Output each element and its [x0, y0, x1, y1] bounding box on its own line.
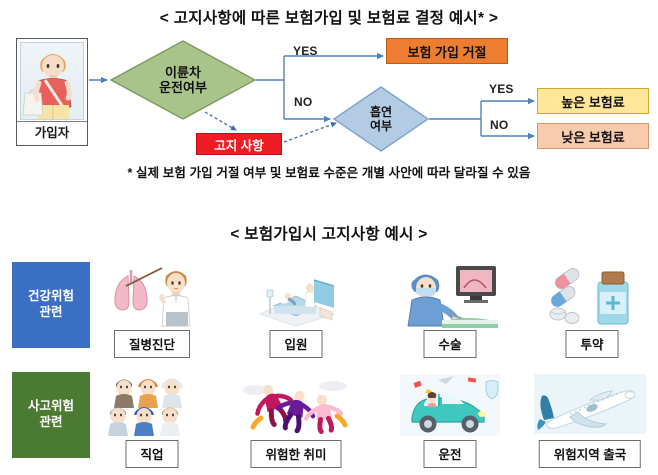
- grid-item-driving: 운전: [398, 372, 502, 468]
- result-insurance-rejected: 보험 가입 거절: [386, 38, 508, 64]
- car-driving-icon: [398, 372, 502, 438]
- decision-smoking-line2: 여부: [369, 119, 393, 133]
- category-label-health-risk: 건강위험 관련: [12, 262, 90, 348]
- grid-item-hospitalization: 입원: [244, 262, 348, 358]
- grid-caption-occupation: 직업: [125, 440, 179, 468]
- decision-motorcycle-line1: 이륜차: [165, 64, 201, 80]
- branch-label-yes-smoking: YES: [489, 82, 514, 96]
- branch-label-no-motorcycle: NO: [294, 95, 313, 109]
- skydivers-icon: [237, 372, 355, 438]
- hospital-bed-icon: [244, 262, 348, 328]
- flowchart-title: < 고지사항에 따른 보험가입 및 보험료 결정 예시* >: [159, 10, 499, 27]
- airplane-icon: [530, 372, 650, 438]
- category-accident-line2: 관련: [39, 415, 63, 429]
- category-health-line1: 건강위험: [27, 289, 74, 304]
- grid-item-overseas-travel: 위험지역 출국: [530, 372, 650, 468]
- workers-group-icon: [100, 372, 204, 438]
- category-health-line2: 관련: [39, 305, 63, 319]
- subscriber-label: 가입자: [17, 121, 87, 144]
- grid-caption-hospitalization: 입원: [269, 330, 323, 358]
- grid-caption-surgery: 수술: [423, 330, 477, 358]
- category-accident-line1: 사고위험: [27, 399, 74, 414]
- flowchart-footnote: * 실제 보험 가입 거절 여부 및 보험료 수준은 개별 사안에 따라 달라질…: [127, 166, 531, 180]
- category-label-accident-risk: 사고위험 관련: [12, 372, 90, 458]
- grid-caption-medication: 투약: [565, 330, 619, 358]
- branch-label-no-smoking: NO: [490, 118, 509, 132]
- grid-caption-driving: 운전: [423, 440, 477, 468]
- pills-and-medicine-bottle-icon: [540, 262, 644, 328]
- decision-smoking-status: 흡연 여부: [332, 86, 430, 152]
- grid-item-occupation: 직업: [100, 372, 204, 468]
- lungs-and-doctor-icon: [100, 262, 204, 328]
- grid-caption-dangerous-hobby: 위험한 취미: [250, 440, 342, 468]
- notice-disclosure-box: 고지 사항: [196, 133, 282, 155]
- grid-title: < 보험가입시 고지사항 예시 >: [230, 226, 428, 243]
- result-high-premium: 높은 보험료: [537, 88, 649, 114]
- grid-item-medication: 투약: [540, 262, 644, 358]
- result-low-premium: 낮은 보험료: [537, 123, 649, 149]
- decision-motorcycle-driving: 이륜차 운전여부: [109, 40, 257, 120]
- person-with-bag-illustration: [20, 42, 84, 120]
- decision-smoking-line1: 흡연: [369, 104, 393, 119]
- surgeon-operating-icon: [398, 262, 502, 328]
- grid-item-surgery: 수술: [398, 262, 502, 358]
- grid-caption-disease-diagnosis: 질병진단: [113, 330, 191, 358]
- subscriber-card: 가입자: [16, 38, 88, 146]
- flowchart-connectors: [89, 52, 535, 143]
- grid-item-dangerous-hobby: 위험한 취미: [237, 372, 355, 468]
- grid-caption-overseas-travel: 위험지역 출국: [538, 440, 642, 468]
- decision-motorcycle-line2: 운전여부: [159, 80, 207, 95]
- grid-item-disease-diagnosis: 질병진단: [100, 262, 204, 358]
- branch-label-yes-motorcycle: YES: [293, 44, 318, 58]
